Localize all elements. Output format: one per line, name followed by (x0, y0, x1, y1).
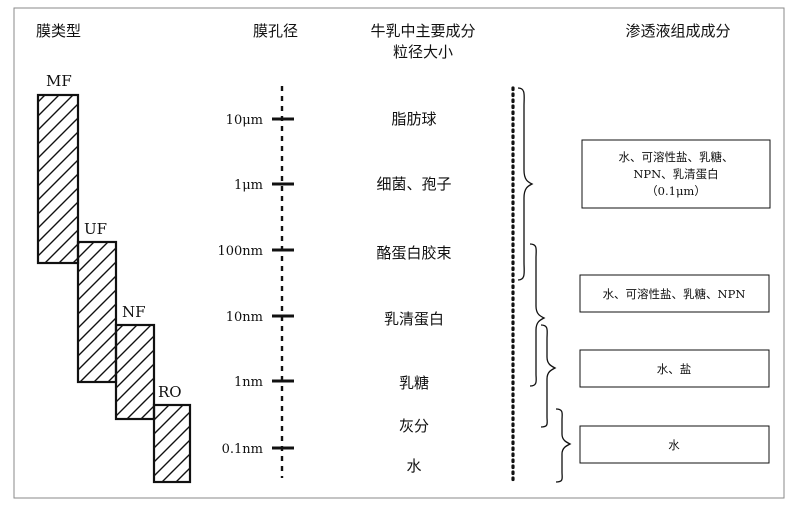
membrane-label-ro: RO (158, 383, 182, 401)
membrane-box-nf (114, 323, 156, 421)
pore-size-axis: 10μm 1μm 100nm 10nm 1nm 0.1nm (217, 86, 294, 478)
permeate-boxes: 水、可溶性盐、乳糖、 NPN、乳清蛋白 （0.1μm） 水、可溶性盐、乳糖、NP… (579, 139, 771, 464)
permeate-ro-line-1: 水 (668, 438, 680, 452)
membrane-box-mf (36, 93, 80, 265)
brace-mf (517, 87, 534, 281)
brace-uf (529, 243, 546, 387)
tick-label-10nm: 10nm (226, 310, 263, 325)
brace-nf (540, 324, 557, 428)
header-permeate: 渗透液组成成分 (625, 22, 730, 40)
header-pore-size: 膜孔径 (253, 22, 298, 40)
membrane-label-uf: UF (84, 220, 107, 238)
tick-label-1nm: 1nm (234, 375, 263, 390)
tick-label-100nm: 100nm (217, 244, 263, 259)
permeate-box-mf (581, 139, 771, 209)
membrane-box-uf (76, 240, 118, 384)
header-membrane-type: 膜类型 (36, 22, 81, 40)
component-fat-globule: 脂肪球 (391, 110, 436, 128)
permeate-nf-line-1: 水、盐 (657, 362, 692, 376)
permeate-box-ro (579, 425, 770, 464)
membrane-label-nf: NF (122, 303, 146, 321)
membrane-box-ro (152, 403, 192, 484)
component-whey-protein: 乳清蛋白 (384, 310, 444, 328)
membrane-label-mf: MF (46, 72, 72, 90)
permeate-mf-line-3: （0.1μm） (646, 184, 706, 198)
milk-components: 脂肪球 细菌、孢子 酪蛋白胶束 乳清蛋白 乳糖 灰分 水 (376, 110, 451, 475)
component-lactose: 乳糖 (399, 374, 429, 392)
component-casein-micelle: 酪蛋白胶束 (376, 244, 451, 262)
permeate-box-uf (579, 274, 770, 313)
permeate-mf-line-1: 水、可溶性盐、乳糖、 (619, 150, 734, 164)
header-milk-components-2: 粒径大小 (393, 43, 453, 61)
tick-label-0-1nm: 0.1nm (222, 442, 263, 457)
permeate-uf-line-1: 水、可溶性盐、乳糖、NPN (603, 287, 746, 301)
tick-label-10um: 10μm (226, 113, 263, 128)
outer-frame (13, 7, 785, 499)
tick-label-1um: 1μm (234, 178, 263, 193)
braces (517, 87, 572, 483)
membrane-staircase: MF UF NF RO (36, 72, 192, 484)
permeate-mf-line-2: NPN、乳清蛋白 (633, 167, 718, 181)
brace-ro (555, 408, 572, 483)
component-water: 水 (406, 457, 421, 475)
component-bacteria-spores: 细菌、孢子 (376, 175, 451, 193)
permeate-box-nf (579, 349, 770, 388)
component-ash: 灰分 (399, 417, 429, 435)
header-milk-components-1: 牛乳中主要成分 (370, 22, 475, 40)
